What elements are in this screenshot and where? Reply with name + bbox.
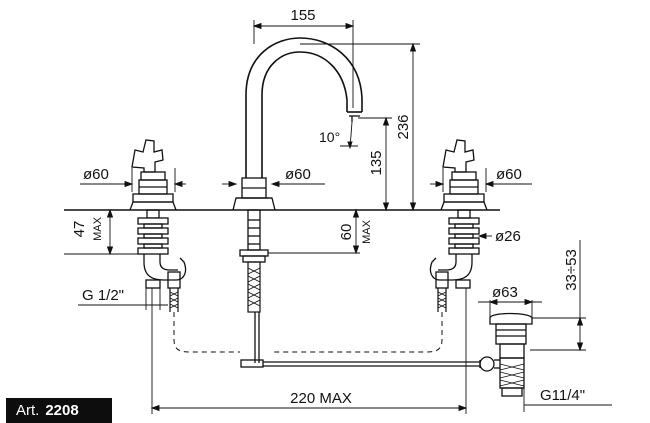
dim-inlet-thread: G 1/2"	[82, 287, 124, 304]
dim-spout-angle: 10°	[319, 129, 340, 145]
article-badge: Art. 2208	[6, 398, 112, 423]
popup-waste	[479, 312, 533, 397]
dim-spout-height: 135	[368, 150, 385, 175]
dim-spout-reach: 155	[290, 7, 315, 24]
dim-waste-stroke: 33÷53	[563, 249, 580, 291]
lift-rod	[240, 312, 481, 368]
dim-left-handle-dia: ø60	[83, 166, 109, 183]
center-shank	[239, 209, 269, 313]
dimension-lines	[64, 20, 612, 414]
dim-left-shank-max: 47	[71, 221, 88, 238]
dim-right-handle-dia: ø60	[496, 166, 522, 183]
right-handle	[429, 139, 488, 312]
dim-waste-dia: ø63	[492, 284, 518, 301]
dim-center-shank-max-label: MAX	[361, 219, 373, 244]
dim-thread-dia: ø26	[495, 228, 521, 245]
article-number: 2208	[45, 402, 79, 419]
dim-waste-thread: G11/4"	[540, 387, 585, 404]
article-prefix: Art.	[16, 402, 40, 419]
left-handle	[129, 139, 187, 312]
center-body	[232, 177, 276, 211]
dim-center-shank-max: 60	[338, 224, 355, 241]
dim-center-body-dia: ø60	[285, 166, 311, 183]
dim-total-height: 236	[395, 114, 412, 139]
dim-width-max: 220 MAX	[290, 390, 352, 407]
supply-hoses	[173, 312, 443, 353]
spout	[245, 37, 363, 178]
dim-left-shank-max-label: MAX	[92, 216, 104, 241]
